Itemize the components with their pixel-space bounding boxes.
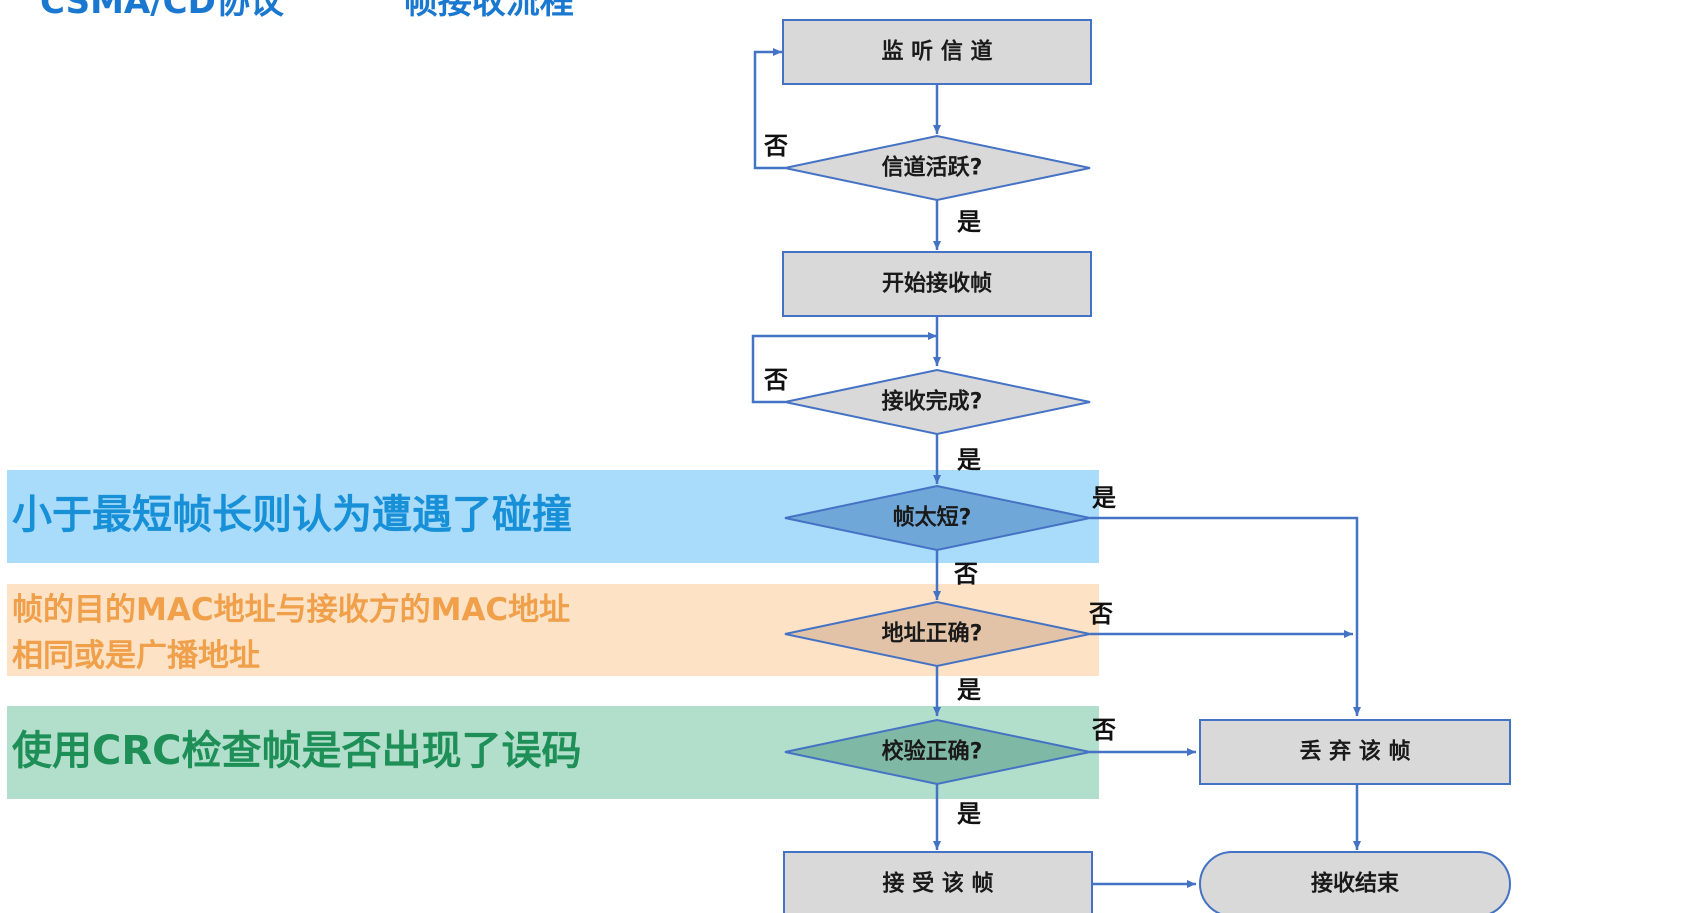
decision-channel-active (784, 134, 1091, 202)
label-receive-done: 接收完成? (882, 389, 983, 415)
label-accept-frame: 接 受 该 帧 (883, 871, 994, 897)
edge-done-no-loop (751, 332, 937, 404)
edge-label-addr-yes: 是 (957, 676, 981, 704)
edge-short-yes (1090, 516, 1361, 716)
edge-label-done-yes: 是 (957, 446, 981, 474)
address-note: 帧的目的MAC地址与接收方的MAC地址 相同或是广播地址 (12, 587, 652, 679)
decision-address-ok (784, 600, 1091, 668)
edge-label-active-no: 否 (763, 132, 788, 160)
edge-label-check-yes: 是 (957, 800, 981, 828)
edge-active-no-loop (753, 48, 785, 170)
label-receive-end: 接收结束 (1311, 871, 1400, 897)
label-checksum-ok: 校验正确? (882, 739, 983, 765)
edge-label-addr-no: 否 (1088, 600, 1113, 628)
runt-frame-note: 小于最短帧长则认为遭遇了碰撞 (12, 492, 572, 538)
address-note-line2: 相同或是广播地址 (12, 638, 260, 674)
edge-label-done-no: 否 (763, 366, 788, 394)
label-start-receive: 开始接收帧 (882, 271, 992, 297)
label-address-ok: 地址正确? (882, 621, 983, 647)
edge-label-short-no: 否 (953, 560, 978, 588)
edge-label-short-yes: 是 (1092, 484, 1116, 512)
crc-note: 使用CRC检查帧是否出现了误码 (12, 728, 582, 774)
label-listen-channel: 监 听 信 道 (882, 39, 993, 65)
edge-label-check-no: 否 (1091, 716, 1116, 744)
label-channel-active: 信道活跃? (882, 155, 983, 181)
node-start-receive (782, 251, 1092, 317)
label-frame-too-short: 帧太短? (893, 506, 972, 531)
page-heading: CSMA/CD协议 帧接收流程 (40, 0, 574, 23)
heading-left: CSMA/CD协议 (40, 0, 284, 22)
edge-label-active-yes: 是 (957, 208, 981, 236)
node-discard-frame (1199, 719, 1511, 785)
label-discard-frame: 丢 弃 该 帧 (1300, 739, 1411, 765)
connectors (751, 48, 1361, 888)
node-receive-end (1199, 851, 1511, 913)
address-note-line1: 帧的目的MAC地址与接收方的MAC地址 (12, 592, 571, 628)
node-listen-channel (782, 19, 1092, 85)
heading-right: 帧接收流程 (403, 0, 574, 22)
decision-frame-too-short (784, 484, 1091, 552)
node-accept-frame (783, 851, 1093, 913)
decision-checksum-ok (784, 718, 1091, 786)
decision-receive-done (784, 368, 1091, 436)
